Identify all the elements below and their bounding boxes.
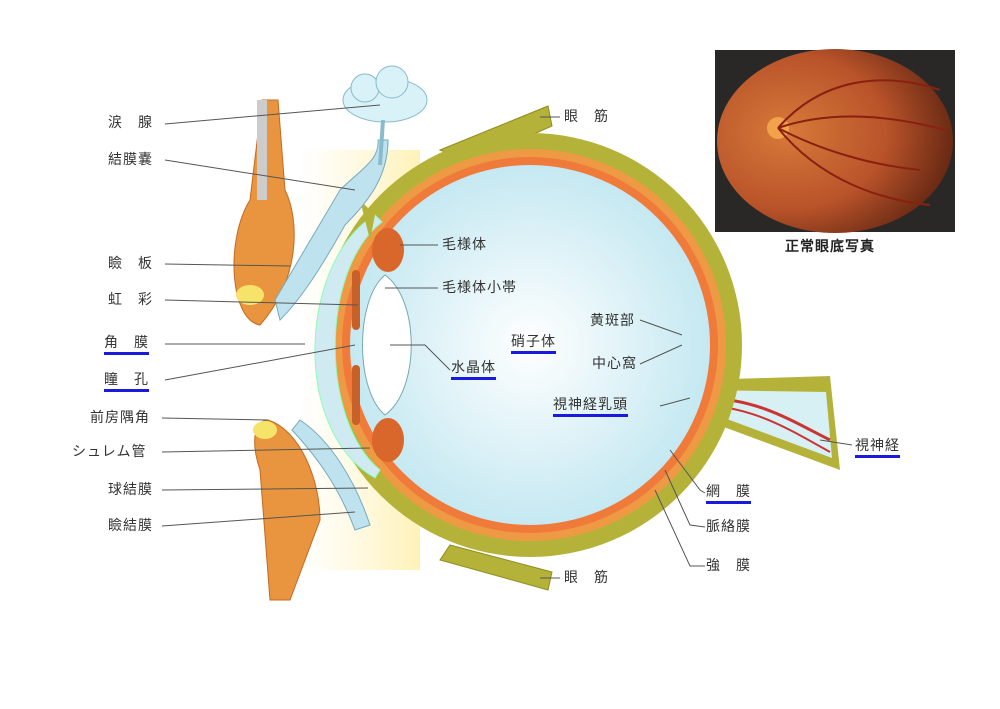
eye-muscle-bottom [439,544,553,591]
label-macula: 黄斑部 [590,313,635,329]
label-optic-disc: 視神経乳頭 [553,397,628,417]
cornea [314,214,383,479]
vitreous-body [350,165,710,525]
label-conjunctival-sac: 結膜嚢 [108,152,153,168]
label-lens: 水晶体 [451,360,496,380]
iris-top [352,270,360,330]
label-eye-muscle-top: 眼 筋 [564,109,609,125]
label-pupil: 瞳 孔 [104,372,149,392]
label-fovea: 中心窩 [592,356,637,372]
lacrimal-gland [342,65,428,166]
ciliary-body-bottom [372,418,404,462]
label-iris: 虹 彩 [108,292,153,308]
label-bulbar-conjunctiva: 球結膜 [108,482,153,498]
label-ciliary-body: 毛様体 [442,237,487,253]
fundus-caption: 正常眼底写真 [785,239,875,255]
label-lacrimal-gland: 涙 腺 [108,115,153,131]
label-schlemm-canal: シュレム管 [72,444,147,460]
eyelids [233,99,389,601]
label-palpebral-conjunctiva: 瞼結膜 [108,518,153,534]
label-vitreous-body: 硝子体 [511,334,556,354]
label-retina: 網 膜 [706,484,751,504]
label-zonule: 毛様体小帯 [442,280,517,296]
label-eye-muscle-bottom: 眼 筋 [564,570,609,586]
label-optic-nerve: 視神経 [855,438,900,458]
label-cornea: 角 膜 [104,335,149,355]
label-choroid: 脈絡膜 [706,519,751,535]
label-anterior-chamber-angle: 前房隅角 [90,410,150,426]
label-sclera: 強 膜 [706,558,751,574]
optic-nerve [700,376,840,470]
ciliary-body-top [372,228,404,272]
iris-bottom [352,365,360,425]
label-tarsal-plate: 瞼 板 [108,256,153,272]
lens [362,274,412,416]
fundus-photo [715,49,955,233]
leader-lines [161,104,853,579]
